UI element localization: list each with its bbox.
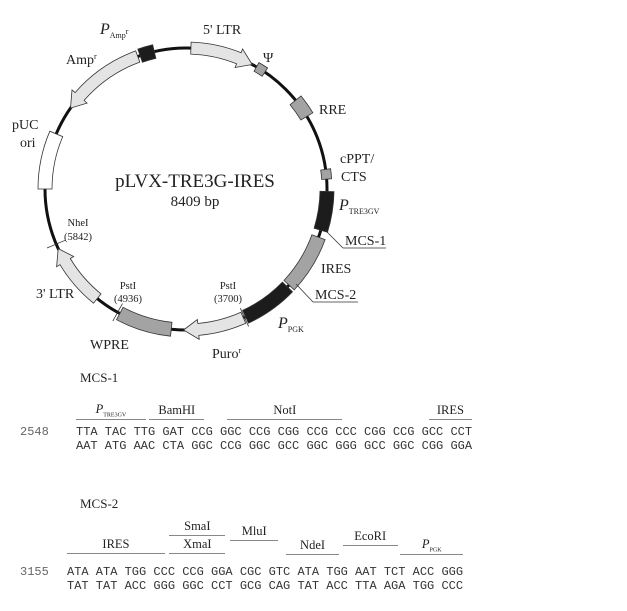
label-p-amp: PAmpr [99, 21, 129, 40]
mcs2-seq-top: ATA ATA TGG CCC CCG GGA CGC GTC ATA TGG … [67, 565, 464, 579]
p-tre3gv-promoter [313, 190, 335, 233]
psi-box [253, 62, 269, 77]
label-psti-4936: PstI [120, 281, 137, 292]
label-amp: Ampr [66, 52, 97, 68]
label-p-tre3gv: PTRE3GV [338, 197, 380, 216]
ltr5-arrow [190, 41, 253, 69]
mcs1-seq-top: TTA TAC TTG GAT CCG GGC CCG CGG CCG CCC … [76, 425, 473, 439]
mcs2-seq-bottom: TAT TAT ACC GGG GGC CCT GCG CAG TAT ACC … [67, 579, 464, 593]
label-nhei-pos: (5842) [64, 232, 92, 243]
plasmid-size: 8409 bp [171, 194, 220, 210]
puro-resistance-arrow [182, 311, 247, 341]
p-pgk-promoter [242, 281, 294, 324]
label-puc: pUC [12, 118, 38, 133]
label-mcs1: MCS-1 [345, 234, 386, 249]
mcs1-title: MCS-1 [80, 370, 119, 385]
label-mcs2: MCS-2 [315, 288, 356, 303]
psti-3700-site-tick [239, 308, 249, 327]
label-psti-4936-pos: (4936) [114, 294, 142, 305]
label-psti-3700-pos: (3700) [214, 294, 242, 305]
mcs2-start: 3155 [20, 565, 49, 579]
label-psti-3700: PstI [220, 281, 237, 292]
label-wpre: WPRE [90, 338, 129, 353]
cppt-box [320, 168, 333, 180]
puc-ori-box [37, 130, 64, 190]
ires-box [283, 234, 326, 291]
label-puro: Puror [212, 346, 241, 362]
amp-resistance-arrow [70, 50, 141, 109]
p-amp-promoter [137, 44, 157, 63]
mcs1-start: 2548 [20, 425, 49, 439]
rre-box [289, 95, 314, 121]
label-3ltr: 3' LTR [36, 287, 75, 302]
label-cppt: cPPT/ [340, 152, 374, 167]
mcs1-seq-bottom: AAT ATG AAC CTA GGC CCG GGC GCC GGC GGG … [76, 439, 473, 453]
label-psi: Ψ [263, 51, 274, 66]
label-5ltr: 5' LTR [203, 23, 242, 38]
label-ires: IRES [321, 262, 351, 277]
label-ori: ori [20, 136, 36, 151]
label-nhei: NheI [68, 218, 89, 229]
label-p-pgk: PPGK [277, 315, 304, 334]
label-cts: CTS [341, 170, 367, 185]
nhei-site-tick [46, 239, 66, 249]
psti-4936-site-tick [112, 303, 123, 322]
ltr3-arrow [56, 247, 102, 304]
wpre-box [115, 306, 173, 337]
plasmid-map: pLVX-TRE3G-IRES 8409 bp PAmpr Ampr 5' LT… [12, 21, 386, 362]
mcs2-title: MCS-2 [80, 496, 119, 511]
plasmid-name: pLVX-TRE3G-IRES [115, 171, 275, 192]
label-rre: RRE [319, 103, 346, 118]
